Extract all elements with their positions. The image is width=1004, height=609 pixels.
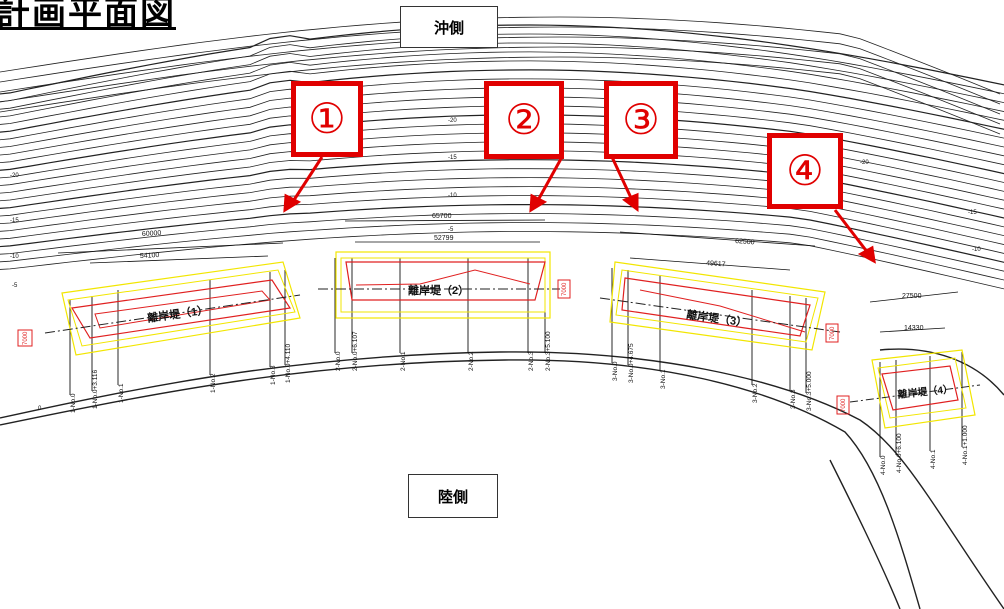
station-label: 2-No.1 xyxy=(400,351,407,371)
contour-line xyxy=(0,69,1004,133)
breakwater-1-sub: 54100 xyxy=(140,252,160,260)
breakwater-3-sub: 49617 xyxy=(706,260,726,268)
station-label: 3-No.1 xyxy=(660,369,667,389)
contour-line xyxy=(0,33,1004,103)
breakwater-4-sub: 14330 xyxy=(904,325,924,332)
contour-line xyxy=(0,222,1004,281)
contour-line xyxy=(0,56,1001,135)
contour-label-5b: -5 xyxy=(448,227,454,233)
contour-label-15c: -15 xyxy=(968,210,977,216)
contour-line xyxy=(0,46,1001,125)
shoreline xyxy=(0,348,1004,609)
breakwater-2-width: 7000 xyxy=(562,282,568,296)
station-label: 1-No.0 xyxy=(70,393,77,413)
breakwater-3: 離岸堤（3） 62500 49617 7000 xyxy=(599,238,841,351)
station-ticks xyxy=(69,258,963,457)
station-label: 4-No.0 xyxy=(880,455,887,475)
contour-labels: -20 -15 -10 -5 0 -20 -15 -10 -5 -20 -15 … xyxy=(10,118,981,412)
station-label: 2-No.3+5.100 xyxy=(545,331,552,371)
station-label: 1-No.2 xyxy=(210,373,217,393)
station-label: 3-No.0 xyxy=(612,361,619,381)
contour-label-5: -5 xyxy=(12,283,18,289)
breakwater-2: 離岸堤（2） 65700 52799 7000 xyxy=(318,213,571,319)
station-label: 3-No.0+4.675 xyxy=(628,343,635,383)
marker-1: ① xyxy=(291,81,363,157)
station-label: 4-No.1 xyxy=(930,449,937,469)
breakwater-2-label: 離岸堤（2） xyxy=(408,283,469,297)
station-label: 3-No.3+5.000 xyxy=(806,371,813,411)
contour-label-20: -20 xyxy=(10,173,19,179)
arrow-1 xyxy=(290,156,324,204)
station-label: 2-No.2 xyxy=(468,351,475,371)
contour-line xyxy=(0,16,1001,95)
page-title: 計画平面図 xyxy=(0,0,176,33)
breakwater-4-label: 離岸堤（4） xyxy=(897,382,954,401)
breakwater-4-length: 27500 xyxy=(902,293,922,300)
breakwater-2-length: 65700 xyxy=(432,213,452,220)
contour-line xyxy=(0,231,1004,290)
breakwater-1-width: 7000 xyxy=(23,331,29,345)
contour-label-15: -15 xyxy=(10,218,19,224)
breakwater-3-length: 62500 xyxy=(735,238,755,246)
dimension-line-2 xyxy=(344,219,546,222)
contour-label-20c: -20 xyxy=(860,160,869,166)
dimension-lines xyxy=(57,219,959,333)
dimension-line-1b xyxy=(89,255,269,264)
contour-label-10b: -10 xyxy=(448,193,457,199)
breakwater-3-width: 7000 xyxy=(830,326,836,340)
dimension-line-4b xyxy=(879,327,946,333)
contour-label-20b: -20 xyxy=(448,118,457,124)
marker-4: ④ xyxy=(767,133,843,209)
station-label: 3-No.2 xyxy=(752,383,759,403)
dimension-line-3b xyxy=(629,257,791,271)
station-label: 2-No.0+6.107 xyxy=(352,331,359,371)
offshore-label: 沖側 xyxy=(400,6,498,48)
contour-label-10: -10 xyxy=(10,254,19,260)
dimension-line-4 xyxy=(869,291,959,303)
station-label: 1-No.0+4.110 xyxy=(285,344,292,383)
contour-label-15b: -15 xyxy=(448,155,457,161)
station-label: 3-No.3 xyxy=(790,389,797,409)
landside-label: 陸側 xyxy=(408,474,498,518)
contour-line xyxy=(0,26,1001,105)
station-label: 1-No.3 xyxy=(270,365,277,385)
breakwater-4-width: 7000 xyxy=(841,398,847,412)
marker-3: ③ xyxy=(604,81,678,159)
contour-line xyxy=(0,213,1004,272)
arrow-4 xyxy=(833,209,870,254)
contour-line xyxy=(0,204,1004,263)
station-label: 1-No.1 xyxy=(118,383,125,403)
dimension-line-3 xyxy=(619,231,816,247)
dimension-line-1 xyxy=(57,242,284,254)
contour-line xyxy=(0,42,1004,110)
shoreline-curve xyxy=(0,351,1004,609)
station-label: 1-No.0+3.116 xyxy=(92,370,99,409)
contour-line xyxy=(0,36,1001,115)
station-label: 4-No.1+1.000 xyxy=(962,425,969,465)
shoreline-curve xyxy=(829,459,901,609)
station-label: 4-No.0+6.100 xyxy=(896,433,903,473)
breakwater-1-length: 60000 xyxy=(142,230,162,238)
marker-arrows xyxy=(283,156,876,264)
station-label: 2-No.0 xyxy=(335,351,342,371)
station-label: 2-No.3 xyxy=(528,351,535,371)
contour-line xyxy=(0,51,1004,118)
contour-line xyxy=(0,78,1004,141)
shoreline-curve xyxy=(879,348,1004,396)
arrow-2 xyxy=(535,156,564,203)
station-labels: 1-No.0 1-No.0+3.116 1-No.1 1-No.2 1-No.3 1-No… xyxy=(70,331,969,475)
contour-line xyxy=(0,60,1004,125)
contour-label-10c: -10 xyxy=(972,247,981,253)
arrow-3 xyxy=(610,156,634,201)
contour-label-0: 0 xyxy=(38,406,42,412)
breakwater-2-sub: 52799 xyxy=(434,235,454,242)
shoreline-curve xyxy=(0,359,921,609)
marker-2: ② xyxy=(484,81,564,159)
